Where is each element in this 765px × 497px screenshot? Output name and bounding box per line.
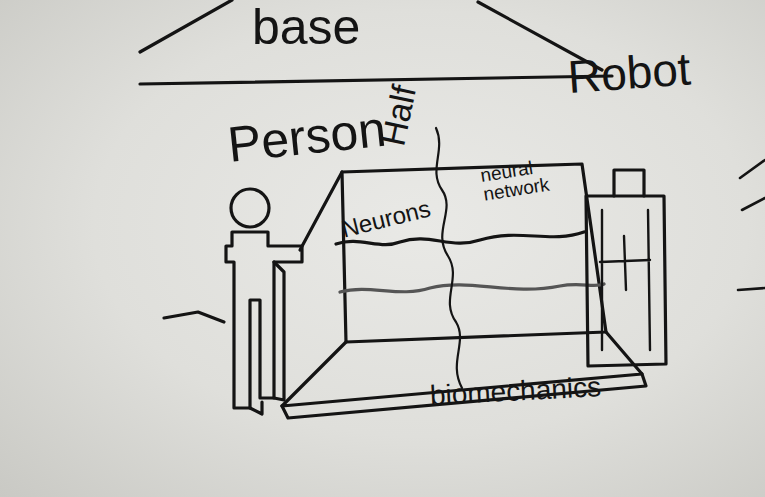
person-head xyxy=(231,189,269,227)
roof-line xyxy=(140,0,232,52)
box-back xyxy=(342,164,606,342)
half-divider xyxy=(436,128,462,388)
base-line xyxy=(140,76,612,84)
edge-mark xyxy=(738,160,765,290)
node-text: base xyxy=(252,2,360,52)
node-text: neural network xyxy=(479,152,576,204)
node-text: Neurons xyxy=(339,196,433,241)
robot-body xyxy=(586,196,666,366)
person-depth xyxy=(250,262,284,414)
sketch-label: Person xyxy=(225,104,388,170)
box-front-edge xyxy=(282,374,646,418)
box-side xyxy=(300,172,342,250)
box-shape: Neuronsneural networkbiomechanics xyxy=(280,160,650,450)
robot-head xyxy=(614,170,644,196)
node-text: biomechanics xyxy=(429,373,601,410)
roof-shape: base xyxy=(140,0,610,86)
side-mark xyxy=(164,312,224,322)
robot-limbs xyxy=(600,210,650,350)
sketch-label: Robot xyxy=(566,45,692,99)
person-body xyxy=(226,232,302,408)
sketch-label: Half xyxy=(375,82,421,148)
wave-line xyxy=(340,284,604,292)
